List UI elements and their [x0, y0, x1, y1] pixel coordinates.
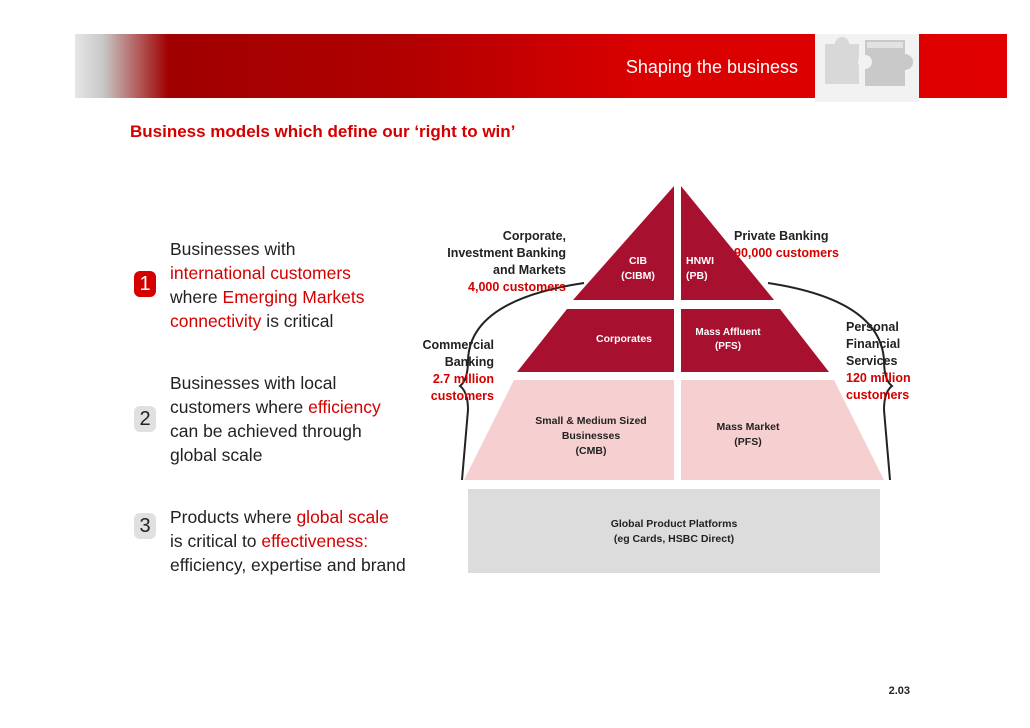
corporates-tier [517, 309, 674, 372]
platforms-label: Global Product Platforms(eg Cards, HSBC … [610, 518, 738, 545]
cib-tier [573, 186, 674, 300]
mass-affluent-tier [681, 309, 829, 372]
corporates-label: Corporates [595, 333, 652, 345]
point-3-badge: 3 [134, 513, 156, 539]
mass-market-tier [681, 380, 884, 480]
page-title: Business models which define our ‘right … [130, 122, 516, 141]
point-text-run: international customers [170, 263, 351, 283]
point-text-run: effectiveness: [261, 531, 369, 551]
point-1-line: connectivity is critical [170, 309, 365, 333]
point-text-run: customers where [170, 397, 309, 417]
sme-tier [464, 380, 674, 480]
point-3-line: is critical to effectiveness: [170, 529, 406, 553]
point-2-line: global scale [170, 443, 381, 467]
platforms-block [468, 489, 880, 573]
point-text-run: Emerging Markets [222, 287, 365, 307]
puzzle-piece-image [815, 34, 919, 102]
cibm-segment-label: Corporate, Investment Banking and Market… [447, 229, 566, 294]
right-bracket [767, 282, 894, 481]
point-3-line: Products where global scale [170, 505, 406, 529]
hnwi-label: HNWI(PB) [686, 255, 714, 282]
point-text-run: can be achieved through [170, 421, 362, 441]
point-1-line: where Emerging Markets [170, 285, 365, 309]
point-text-run: efficiency [308, 397, 381, 417]
left-bracket [458, 282, 585, 481]
cib-label: CIB(CIBM) [621, 255, 655, 282]
point-2-line: Businesses with local [170, 371, 381, 395]
page-number: 2.03 [888, 685, 910, 697]
header-title: Shaping the business [625, 57, 798, 77]
point-text-run: efficiency, expertise and brand [170, 555, 406, 575]
point-text-run: Businesses with local [170, 373, 337, 393]
point-text-run: connectivity [170, 311, 262, 331]
point-text-run: where [170, 287, 223, 307]
point-text-run: is critical [261, 311, 334, 331]
pb-segment-label: Private Banking 90,000 customers [734, 229, 839, 260]
point-2-badge: 2 [134, 406, 156, 432]
point-text-run: Businesses with [170, 239, 296, 259]
point-2-line: customers where efficiency [170, 395, 381, 419]
mass-market-label: Mass Market(PFS) [716, 421, 780, 448]
point-1-line: Businesses with [170, 237, 365, 261]
point-1-badge: 1 [134, 271, 156, 297]
point-text-run: global scale [170, 445, 263, 465]
cmb-segment-label: Commercial Banking 2.7 million customers [422, 338, 494, 403]
point-text-run: Products where [170, 507, 297, 527]
point-3-line: efficiency, expertise and brand [170, 553, 406, 577]
pfs-segment-label: Personal Financial Services 120 million … [846, 320, 911, 402]
point-text-run: global scale [296, 507, 389, 527]
point-2-line: can be achieved through [170, 419, 381, 443]
hnwi-tier [681, 186, 774, 300]
mass-affluent-label: Mass Affluent(PFS) [695, 327, 761, 352]
point-1-line: international customers [170, 261, 365, 285]
point-text-run: is critical to [170, 531, 262, 551]
